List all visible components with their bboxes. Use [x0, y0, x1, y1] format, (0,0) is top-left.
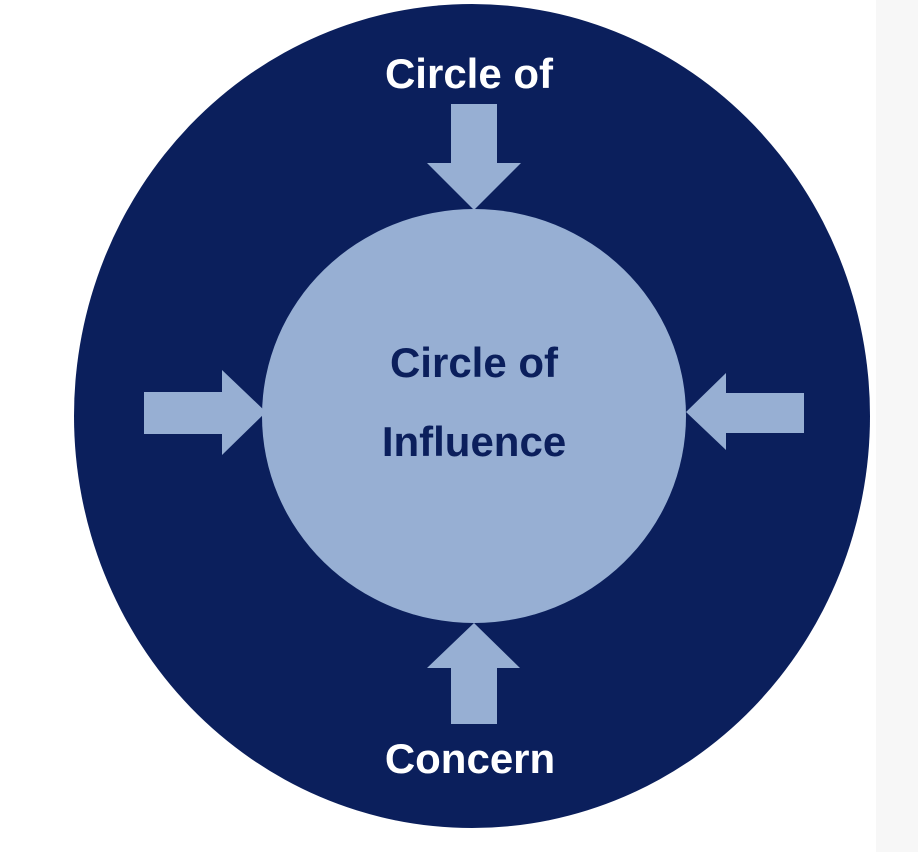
- arrow-down-icon: [427, 104, 521, 210]
- arrow-left-icon: [686, 373, 804, 450]
- inner-circle-influence: [262, 209, 686, 623]
- outer-label-top: Circle of: [385, 50, 554, 97]
- outer-label-bottom: Concern: [385, 735, 555, 782]
- page-edge: [876, 0, 918, 852]
- inner-label-line1: Circle of: [390, 339, 559, 386]
- inner-label-line2: Influence: [382, 418, 566, 465]
- arrow-up-icon: [427, 623, 520, 724]
- arrow-right-icon: [144, 370, 266, 455]
